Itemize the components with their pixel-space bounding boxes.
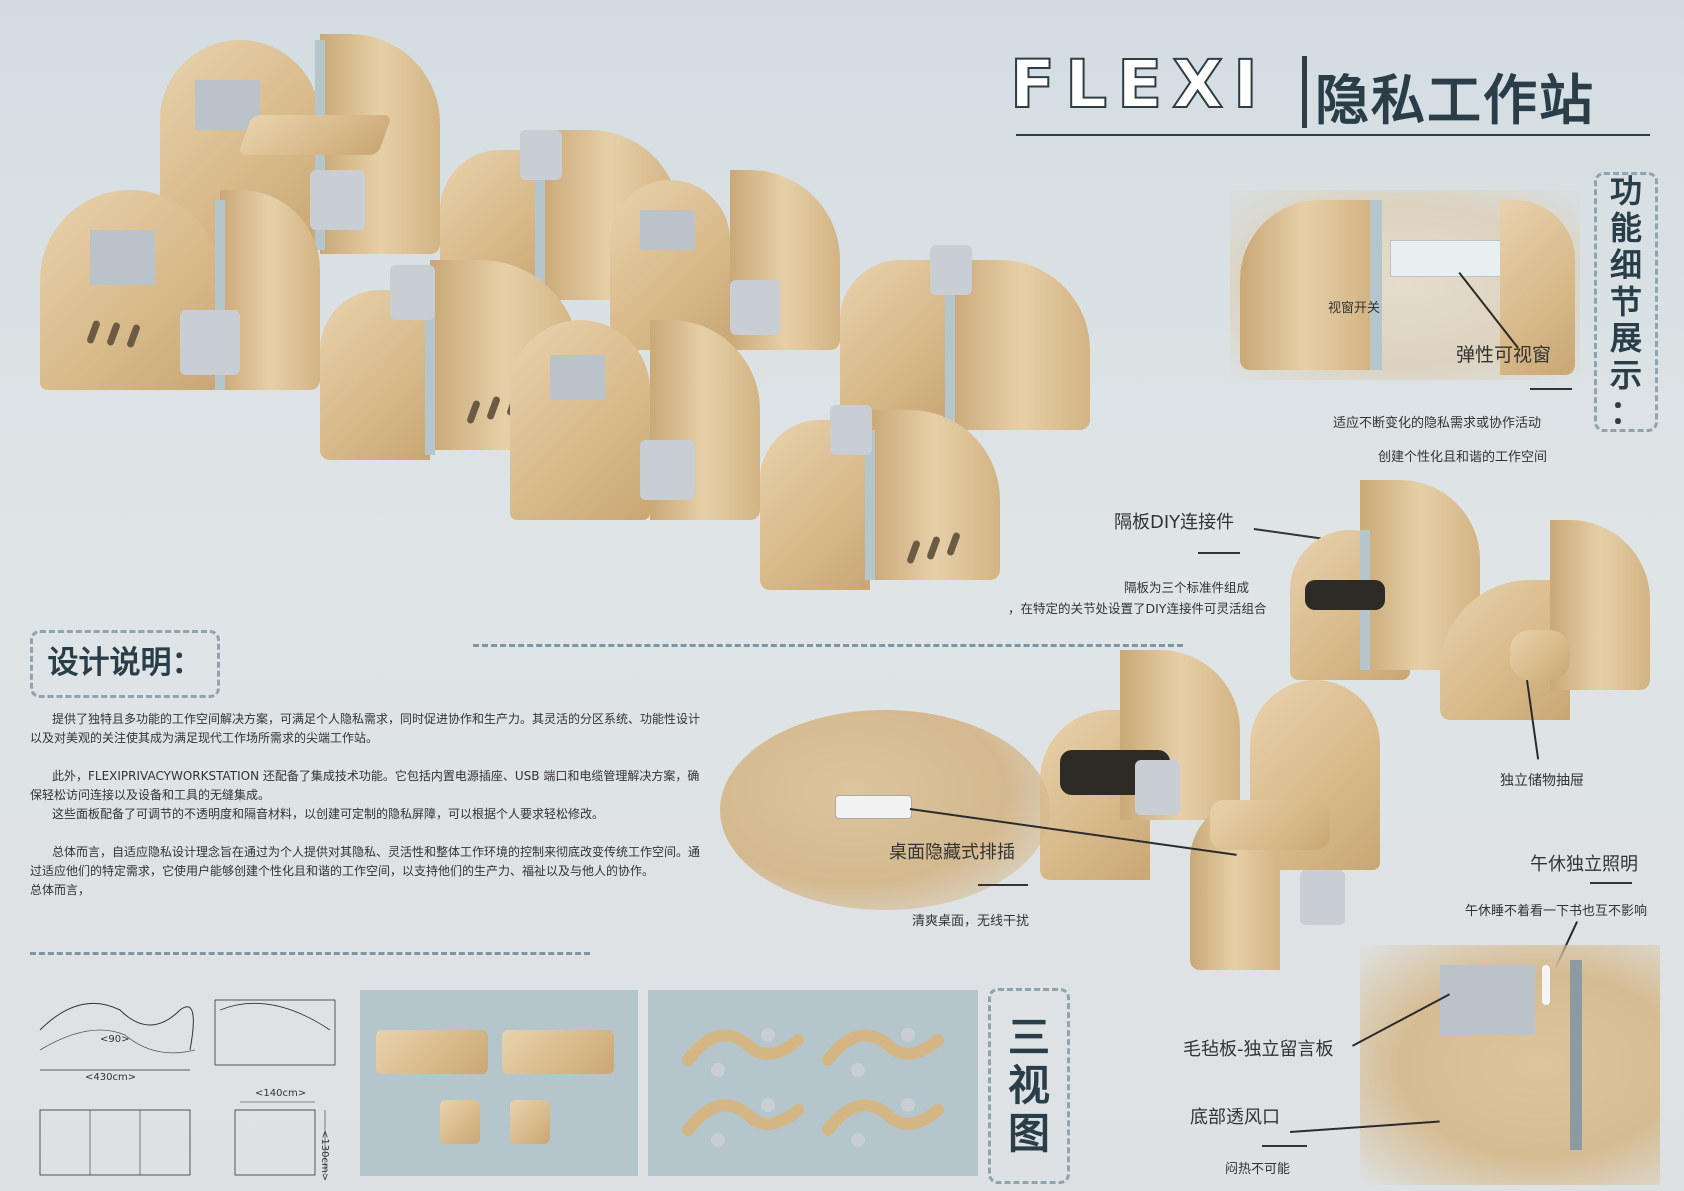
design-paragraph: 此外，FLEXIPRIVACYWORKSTATION 还配备了集成技术功能。它包…	[30, 769, 700, 802]
felt-board-render	[1360, 945, 1660, 1185]
technical-drawings: <90> <430cm> <140cm> <130cm>	[30, 990, 350, 1182]
design-paragraph: 总体而言，	[30, 883, 91, 897]
connector-post	[535, 140, 545, 300]
feature-char: 节	[1609, 282, 1642, 321]
desk-top	[1305, 580, 1385, 610]
feature-char: 示	[1609, 356, 1642, 395]
elevation-side	[440, 1100, 480, 1144]
window-desc-1: 适应不断变化的隐私需求或协作活动	[1333, 416, 1542, 431]
felt-label: 毛毡板-独立留言板	[1183, 1039, 1334, 1060]
top-views-panel	[648, 990, 978, 1176]
connector-post	[425, 275, 435, 455]
office-chair	[640, 440, 695, 500]
connector-post	[945, 280, 955, 430]
title-divider	[1302, 56, 1307, 128]
feature-char: ：	[1609, 393, 1642, 431]
connector-post	[1570, 960, 1582, 1150]
office-chair	[830, 405, 872, 455]
office-chair	[520, 130, 562, 180]
window-desc-2: 创建个性化且和谐的工作空间	[1378, 450, 1548, 465]
vent-desc: 闷热不可能	[1225, 1162, 1291, 1177]
office-chair	[180, 310, 240, 375]
title-underline	[1016, 134, 1650, 136]
page-header: FLEXI 隐私工作站	[1009, 38, 1650, 138]
office-chair	[390, 265, 435, 320]
socket-strip	[835, 795, 912, 819]
connector-desc-1: 隔板为三个标准件组成	[1124, 580, 1250, 595]
felt-board	[550, 355, 605, 400]
design-paragraph: 总体而言，自适应隐私设计理念旨在通过为个人提供对其隐私、灵活性和整体工作环境的控…	[30, 845, 701, 878]
short-rule	[1590, 882, 1632, 884]
desk-top	[237, 115, 393, 155]
office-chair	[930, 245, 972, 295]
short-rule	[978, 884, 1028, 886]
three-view-char: 图	[1007, 1109, 1050, 1159]
elevation-side	[510, 1100, 550, 1144]
connector-desc-2: ，在特定的关节处设置了DIY连接件可灵活组合	[1008, 601, 1267, 616]
feature-char: 能	[1609, 209, 1642, 248]
window-switch-label: 视窗开关	[1328, 301, 1381, 316]
plan-drawing-svg	[39, 999, 336, 1176]
dim-90: <90>	[100, 1034, 130, 1045]
short-rule	[1262, 1145, 1307, 1147]
dim-430: <430cm>	[85, 1072, 137, 1083]
partition-wall	[1240, 200, 1370, 370]
design-description: 提供了独特且多功能的工作空间解决方案，可满足个人隐私需求，同时促进协作和生产力。…	[30, 710, 710, 900]
connector-label: 隔板DIY连接件	[1114, 512, 1235, 533]
partition-wall	[510, 320, 650, 520]
design-paragraph: 这些面板配备了可调节的不透明度和隔音材料，以创建可定制的隐私屏障，可以根据个人要…	[52, 807, 605, 821]
elevation-views-panel	[360, 990, 638, 1176]
dim-140: <140cm>	[255, 1088, 307, 1099]
title-cn: 隐私工作站	[1315, 69, 1595, 132]
elastic-window-pane	[1390, 240, 1502, 277]
three-view-char: 视	[1007, 1060, 1050, 1110]
desk-top	[1210, 800, 1330, 850]
storage-drawer	[1510, 630, 1570, 680]
partition-wall	[870, 410, 1000, 580]
three-view-heading: 三 视 图	[988, 988, 1070, 1184]
top-views-svg	[682, 1028, 944, 1147]
module-render	[1040, 470, 1660, 990]
elastic-window-label: 弹性可视窗	[1456, 344, 1552, 366]
section-divider	[473, 644, 1183, 647]
vent-label: 底部透风口	[1190, 1107, 1280, 1128]
elevation-front	[376, 1030, 488, 1074]
socket-label: 桌面隐藏式排插	[889, 842, 1015, 863]
connector-post	[865, 430, 875, 580]
felt-board	[90, 230, 155, 285]
felt-board	[1440, 965, 1535, 1035]
connector-post	[1370, 200, 1382, 370]
short-rule	[1198, 552, 1240, 554]
light-fixture	[1542, 965, 1550, 1005]
design-heading: 设计说明：	[30, 630, 220, 698]
design-heading-text: 设计说明：	[47, 645, 203, 682]
window-detail-render	[1230, 190, 1580, 380]
elevation-front	[502, 1030, 614, 1074]
socket-detail-render	[720, 710, 1050, 910]
office-chair	[310, 170, 365, 230]
dim-130: <130cm>	[319, 1130, 330, 1182]
short-rule	[1530, 388, 1572, 390]
design-paragraph: 提供了独特且多功能的工作空间解决方案，可满足个人隐私需求，同时促进协作和生产力。…	[30, 712, 701, 745]
connector-post	[215, 200, 225, 390]
drawer-label: 独立储物抽屉	[1500, 773, 1584, 789]
title-en: FLEXI	[1009, 45, 1268, 124]
felt-board	[640, 210, 695, 250]
feature-char: 展	[1609, 319, 1642, 358]
hero-render	[30, 20, 1180, 610]
light-label: 午休独立照明	[1530, 854, 1638, 875]
socket-desc: 清爽桌面，无线干扰	[912, 914, 1030, 929]
office-chair	[1300, 870, 1345, 925]
feature-char: 功	[1609, 172, 1642, 211]
feature-char: 细	[1609, 245, 1642, 284]
three-view-char: 三	[1007, 1012, 1050, 1062]
partition-wall	[1500, 200, 1575, 375]
section-divider	[30, 952, 590, 955]
feature-detail-heading: 功 能 细 节 展 示 ：	[1594, 172, 1658, 432]
office-chair	[1135, 760, 1180, 815]
office-chair	[730, 280, 780, 335]
light-desc: 午休睡不着看一下书也互不影响	[1465, 904, 1648, 919]
